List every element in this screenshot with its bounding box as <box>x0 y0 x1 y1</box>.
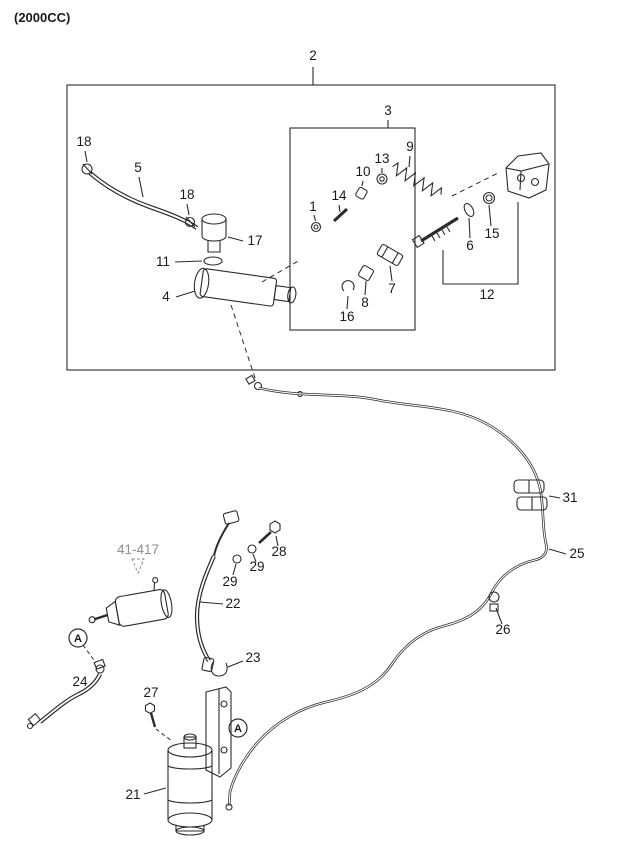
bolt-shaft <box>420 216 459 243</box>
view-marker-a-left <box>68 628 95 661</box>
part-label-29b: 29 <box>222 574 237 589</box>
return-spring <box>392 155 443 198</box>
part-label-31: 31 <box>562 490 577 505</box>
hose-clamp-23 <box>210 660 244 677</box>
master-cylinder-body <box>175 267 297 307</box>
part-label-6: 6 <box>466 238 474 253</box>
release-hose <box>194 555 216 663</box>
part-label-24: 24 <box>72 674 88 689</box>
section-reference-label: 41-417 <box>117 542 159 557</box>
view-marker-a-right <box>228 718 248 738</box>
snap-ring <box>341 280 355 310</box>
pipe-holder-clips <box>513 479 561 511</box>
label-12-connector <box>442 202 519 285</box>
part-label-2: 2 <box>309 48 317 63</box>
part-label-4: 4 <box>162 289 170 304</box>
part-labels: (2000CC) 2 3 18 5 18 17 11 4 1 14 10 13 … <box>14 10 585 802</box>
clutch-pipe-assembly <box>225 374 567 811</box>
release-hose-assembly <box>194 510 281 673</box>
hose-clamp-left <box>81 163 93 175</box>
mounting-bolt-kit <box>411 152 550 285</box>
push-rod-pin <box>332 204 349 223</box>
reservoir-hose-assembly <box>81 150 199 230</box>
o-ring <box>482 191 496 205</box>
part-label-18b: 18 <box>179 187 194 202</box>
piston <box>376 243 404 282</box>
part-label-1: 1 <box>309 199 317 214</box>
part-label-14: 14 <box>331 188 347 203</box>
part-label-15: 15 <box>484 226 499 241</box>
bracket-bolt <box>144 702 173 742</box>
assembly-axis-dashed-lines <box>230 171 501 382</box>
pipe-clip <box>488 591 503 625</box>
part-label-8: 8 <box>361 295 369 310</box>
part-label-17: 17 <box>247 233 262 248</box>
part-label-12: 12 <box>479 287 494 302</box>
bolt-washer <box>463 202 475 218</box>
hose-end-fitting <box>201 656 215 673</box>
pipe-end-fitting <box>225 803 233 811</box>
damper-hose-assembly <box>26 658 106 730</box>
part-label-22: 22 <box>225 596 240 611</box>
clutch-damper <box>143 733 213 836</box>
part-label-21: 21 <box>125 787 140 802</box>
view-a-left-label: A <box>74 633 82 645</box>
reservoir-grommet <box>174 256 223 266</box>
banjo-washer-b <box>232 554 242 564</box>
part-label-13: 13 <box>374 151 389 166</box>
part-label-5: 5 <box>134 160 142 175</box>
hose-clamp-right <box>184 216 196 228</box>
part-label-11: 11 <box>156 254 170 269</box>
assembly-box-outline <box>66 84 556 371</box>
piston-kit-box-outline <box>289 127 416 331</box>
view-a-right-label: A <box>234 723 242 735</box>
part-label-27: 27 <box>143 685 158 700</box>
part-label-26: 26 <box>495 622 510 637</box>
damper-bracket-plate <box>205 686 232 778</box>
part-label-25: 25 <box>569 546 584 561</box>
part-label-29a: 29 <box>249 559 264 574</box>
banjo-washer-a <box>247 544 257 554</box>
piston-cup <box>357 264 375 296</box>
engine-displacement-label: (2000CC) <box>14 10 70 25</box>
reservoir-tank <box>201 213 244 253</box>
reference-arrow <box>131 558 145 575</box>
part-label-23: 23 <box>245 650 260 665</box>
part-label-18a: 18 <box>76 134 91 149</box>
part-label-10: 10 <box>355 164 370 179</box>
spacer-bushing <box>355 180 368 200</box>
banjo-bolt <box>258 520 281 544</box>
part-label-28: 28 <box>271 544 286 559</box>
assembly-frame-boxes <box>66 67 556 371</box>
mounting-bracket <box>505 152 550 199</box>
release-cylinder-reference <box>131 558 145 575</box>
washer-ring <box>376 168 388 185</box>
release-cylinder <box>88 577 173 627</box>
part-label-7: 7 <box>388 281 396 296</box>
part-label-3: 3 <box>384 103 392 118</box>
hose-elbow-fitting <box>222 510 240 525</box>
part-label-9: 9 <box>406 139 414 154</box>
piston-stopper-bolt <box>310 214 322 233</box>
part-label-16: 16 <box>339 309 354 324</box>
